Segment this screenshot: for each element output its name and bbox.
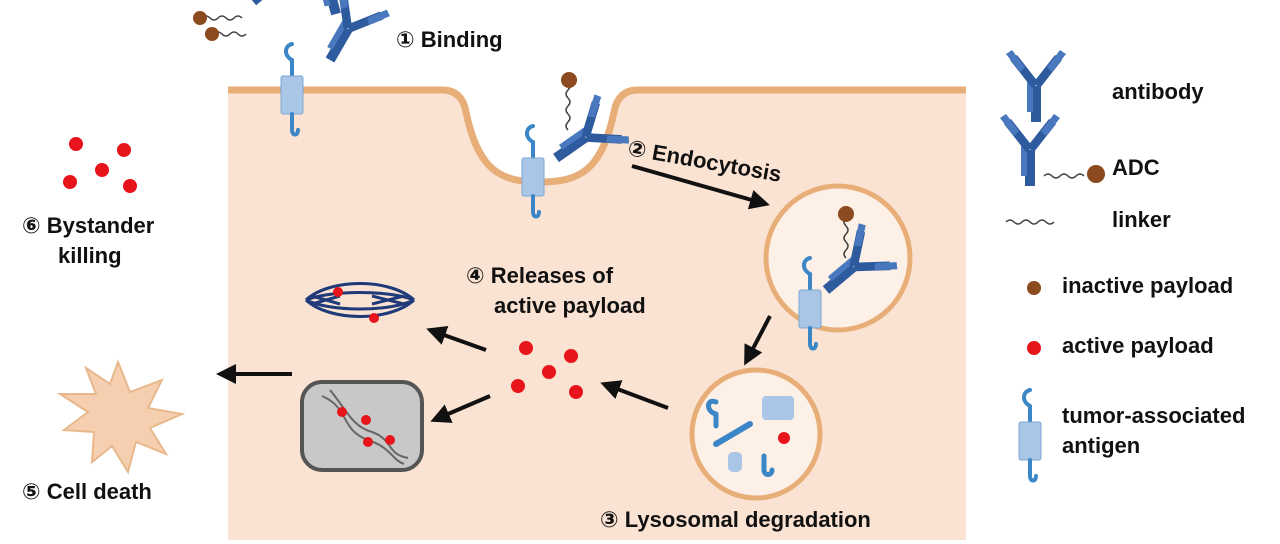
legend-inactive-payload-label: inactive payload [1062,273,1234,298]
step-release-label-line1: ④ Releases of [466,263,614,288]
step-cell-death-label: ⑤ Cell death [22,479,152,504]
step-bystander-label-line2: killing [58,243,122,268]
step-binding-label: ① Binding [396,27,503,52]
legend-linker-label: linker [1112,207,1171,232]
bystander-payload [63,137,137,193]
adc-icon [1000,114,1105,186]
endosome-adc-icon [806,206,901,313]
to-lysosome-arrow [744,315,772,366]
legend-active-payload-label: active payload [1062,333,1214,358]
invagination-adc-icon [538,72,633,183]
nucleus-icon [300,380,424,472]
step-lysosomal-label: ③ Lysosomal degradation [600,507,871,532]
lysosome [689,367,823,501]
to-nucleus-arrow [430,394,491,423]
legend-antigen-label-line2: antigen [1062,433,1141,458]
active-payload-icon [1027,341,1041,355]
free-antibody-icon [304,0,392,75]
spindle-icon [304,282,416,323]
inactive-payload-icon [1027,281,1041,295]
release-arrow [600,380,669,410]
endocytosis-arrow [631,164,770,210]
step-bystander-label-line1: ⑥ Bystander [22,213,155,238]
degraded-fragments [706,396,794,477]
step-release-label-line2: active payload [494,293,646,318]
legend-antigen-label-line1: tumor-associated [1062,403,1246,428]
starburst-icon [56,359,186,475]
endosome [763,183,913,333]
linker-icon [1005,219,1055,225]
adc-binding-icon [288,0,365,22]
legend-adc-label: ADC [1112,155,1160,180]
antigen-icon [1017,388,1043,483]
to-spindle-arrow [426,325,487,352]
legend-antibody-label: antibody [1112,79,1204,104]
released-active-payload [511,341,583,399]
adc-top-left-icon [190,0,283,41]
antibody-icon [1006,50,1066,122]
